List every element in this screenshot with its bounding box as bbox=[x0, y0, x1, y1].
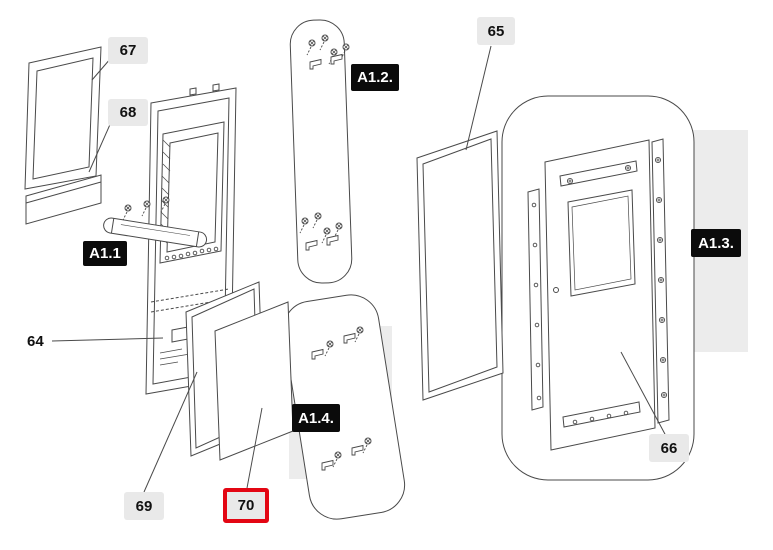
part-label-64[interactable]: 64 bbox=[27, 333, 44, 350]
assembly-label-a1-1[interactable]: A1.1 bbox=[83, 241, 127, 266]
assembly-label-a1-4[interactable]: A1.4. bbox=[292, 404, 340, 432]
part-label-69[interactable]: 69 bbox=[124, 492, 164, 520]
assembly-label-a1-2[interactable]: A1.2. bbox=[351, 64, 399, 91]
leader-lines bbox=[51, 45, 667, 493]
part-65-glass bbox=[416, 130, 504, 401]
assembly-a13-panel bbox=[501, 95, 695, 481]
part-label-65[interactable]: 65 bbox=[477, 17, 515, 45]
part-label-70-highlighted[interactable]: 70 bbox=[223, 488, 269, 523]
part-a11-roller bbox=[103, 196, 208, 248]
part-label-68[interactable]: 68 bbox=[108, 99, 148, 126]
assembly-label-a1-3[interactable]: A1.3. bbox=[691, 229, 741, 257]
part-68-strip bbox=[25, 174, 102, 225]
part-label-67[interactable]: 67 bbox=[108, 37, 148, 64]
assembly-a12-panel bbox=[289, 19, 353, 284]
door-bottom-detail bbox=[159, 348, 191, 366]
part-label-66[interactable]: 66 bbox=[649, 434, 689, 462]
part-67-frame bbox=[24, 46, 102, 190]
